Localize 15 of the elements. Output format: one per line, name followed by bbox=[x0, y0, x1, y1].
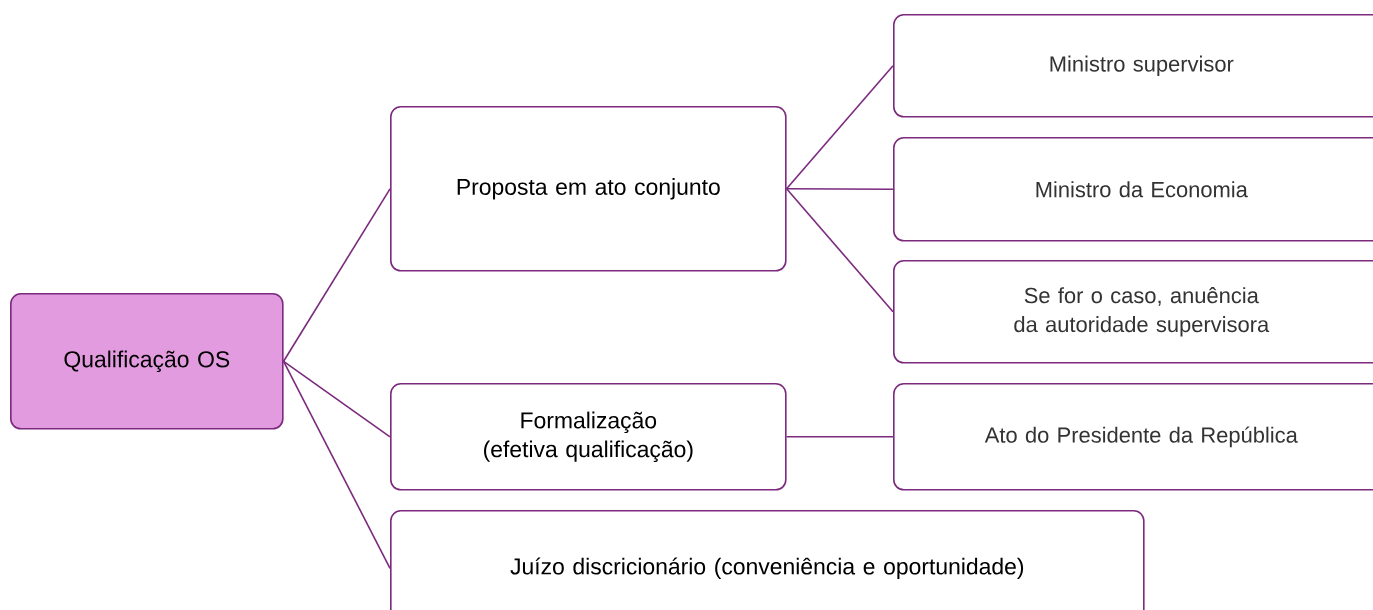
connector-line bbox=[785, 436, 894, 438]
connector-line bbox=[785, 65, 894, 190]
connector-line bbox=[282, 360, 391, 438]
connector-line bbox=[282, 188, 391, 363]
process-box: Juízo discricionário (conveniência e oportunidade) bbox=[390, 510, 1145, 610]
topic-box: Qualificação OS bbox=[10, 293, 284, 430]
connector-line bbox=[282, 360, 391, 570]
connector-line bbox=[785, 188, 894, 313]
result-box: Ministro da Economia bbox=[893, 137, 1373, 242]
process-box: Formalização (efetiva qualificação) bbox=[390, 383, 787, 491]
result-box: Ato do Presidente da República bbox=[893, 383, 1373, 491]
result-box: Ministro supervisor bbox=[893, 14, 1373, 118]
process-box: Proposta em ato conjunto bbox=[390, 106, 787, 272]
connector-line bbox=[785, 188, 894, 191]
result-box: Se for o caso, anuência da autoridade supervisora bbox=[893, 260, 1373, 364]
